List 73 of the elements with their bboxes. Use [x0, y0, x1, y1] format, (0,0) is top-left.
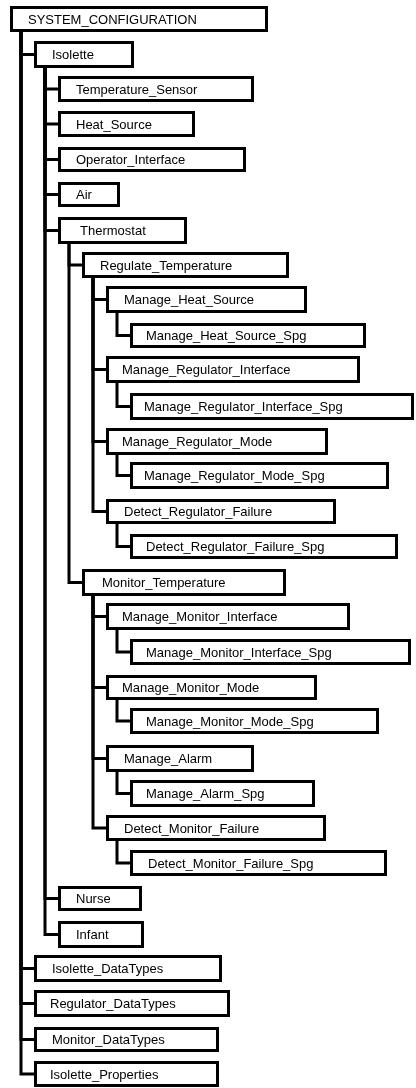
tree-node-box — [130, 323, 366, 348]
node-label: Manage_Regulator_Interface_Spg — [144, 400, 343, 413]
node-label: Manage_Alarm — [124, 752, 213, 765]
node-label: Nurse — [76, 892, 111, 905]
node-label: Detect_Monitor_Failure — [124, 821, 260, 835]
tree-node-box — [130, 780, 315, 807]
tree-node-box — [106, 286, 307, 313]
tree-node-box — [130, 462, 389, 489]
tree-node-box — [58, 921, 144, 948]
tree-node-box — [106, 356, 360, 383]
tree-node-box — [58, 111, 195, 137]
node-label: Manage_Monitor_Interface — [122, 610, 278, 623]
connector-line — [115, 524, 130, 548]
tree-node-box — [106, 675, 317, 700]
node-label: Operator_Interface — [76, 153, 186, 166]
node-label: Air — [76, 188, 92, 201]
tree-node-box — [34, 955, 222, 982]
tree-node-box — [130, 639, 411, 665]
tree-node-box — [130, 708, 379, 734]
node-label: Regulator_DataTypes — [50, 997, 176, 1010]
node-label: Infant — [76, 928, 109, 941]
tree-node-box — [106, 499, 336, 524]
node-label: Heat_Source — [76, 117, 152, 131]
node-label: Manage_Heat_Source — [124, 293, 255, 306]
connector-line — [115, 313, 130, 337]
connector-line — [115, 455, 130, 477]
connector-line — [91, 278, 106, 513]
node-label: Manage_Regulator_Mode — [122, 435, 273, 448]
connector-line — [115, 383, 130, 408]
tree-node-box — [130, 534, 398, 559]
tree-node-box — [34, 1027, 219, 1052]
node-label: Manage_Monitor_Mode — [122, 681, 260, 694]
connector-line — [91, 596, 106, 830]
tree-node-box — [58, 76, 254, 102]
node-label: Manage_Monitor_Interface_Spg — [146, 645, 332, 659]
node-label: Detect_Regulator_Failure_Spg — [146, 540, 325, 553]
tree-node-box — [34, 990, 230, 1017]
node-label: SYSTEM_CONFIGURATION — [28, 12, 197, 26]
tree-node-box — [106, 745, 254, 772]
node-label: Temperature_Sensor — [76, 82, 198, 96]
tree-node-box — [34, 41, 134, 68]
tree-node-box — [10, 6, 268, 32]
node-label: Manage_Regulator_Mode_Spg — [144, 469, 325, 482]
node-label: Detect_Monitor_Failure_Spg — [148, 856, 314, 870]
node-label: Monitor_DataTypes — [52, 1033, 165, 1046]
tree-node-box — [106, 815, 326, 841]
node-label: Isolette — [52, 48, 94, 61]
connector-line — [115, 630, 130, 654]
tree-node-box — [106, 603, 350, 630]
node-label: Detect_Regulator_Failure — [124, 505, 273, 518]
tree-node-box — [130, 393, 414, 420]
tree-node-box — [82, 569, 286, 596]
connector-line — [115, 772, 130, 795]
connector-line — [115, 841, 130, 865]
node-label: Isolette_Properties — [50, 1067, 159, 1081]
node-label: Regulate_Temperature — [100, 258, 233, 272]
tree-node-box — [58, 147, 246, 172]
node-label: Manage_Monitor_Mode_Spg — [146, 714, 314, 728]
tree-node-box — [58, 182, 120, 207]
node-label: Manage_Heat_Source_Spg — [146, 329, 307, 342]
tree-node-box — [130, 850, 387, 876]
node-label: Manage_Regulator_Interface — [122, 363, 291, 376]
connector-line — [67, 244, 82, 584]
node-label: Manage_Alarm_Spg — [146, 787, 265, 800]
tree-node-box — [58, 886, 142, 911]
tree-node-box — [82, 252, 289, 278]
node-label: Monitor_Temperature — [102, 576, 226, 589]
tree-node-box — [34, 1061, 219, 1087]
tree-node-box — [58, 217, 187, 244]
node-label: Isolette_DataTypes — [52, 962, 164, 975]
tree-node-box — [106, 428, 328, 455]
node-label: Thermostat — [80, 224, 146, 237]
connector-line — [115, 700, 130, 723]
